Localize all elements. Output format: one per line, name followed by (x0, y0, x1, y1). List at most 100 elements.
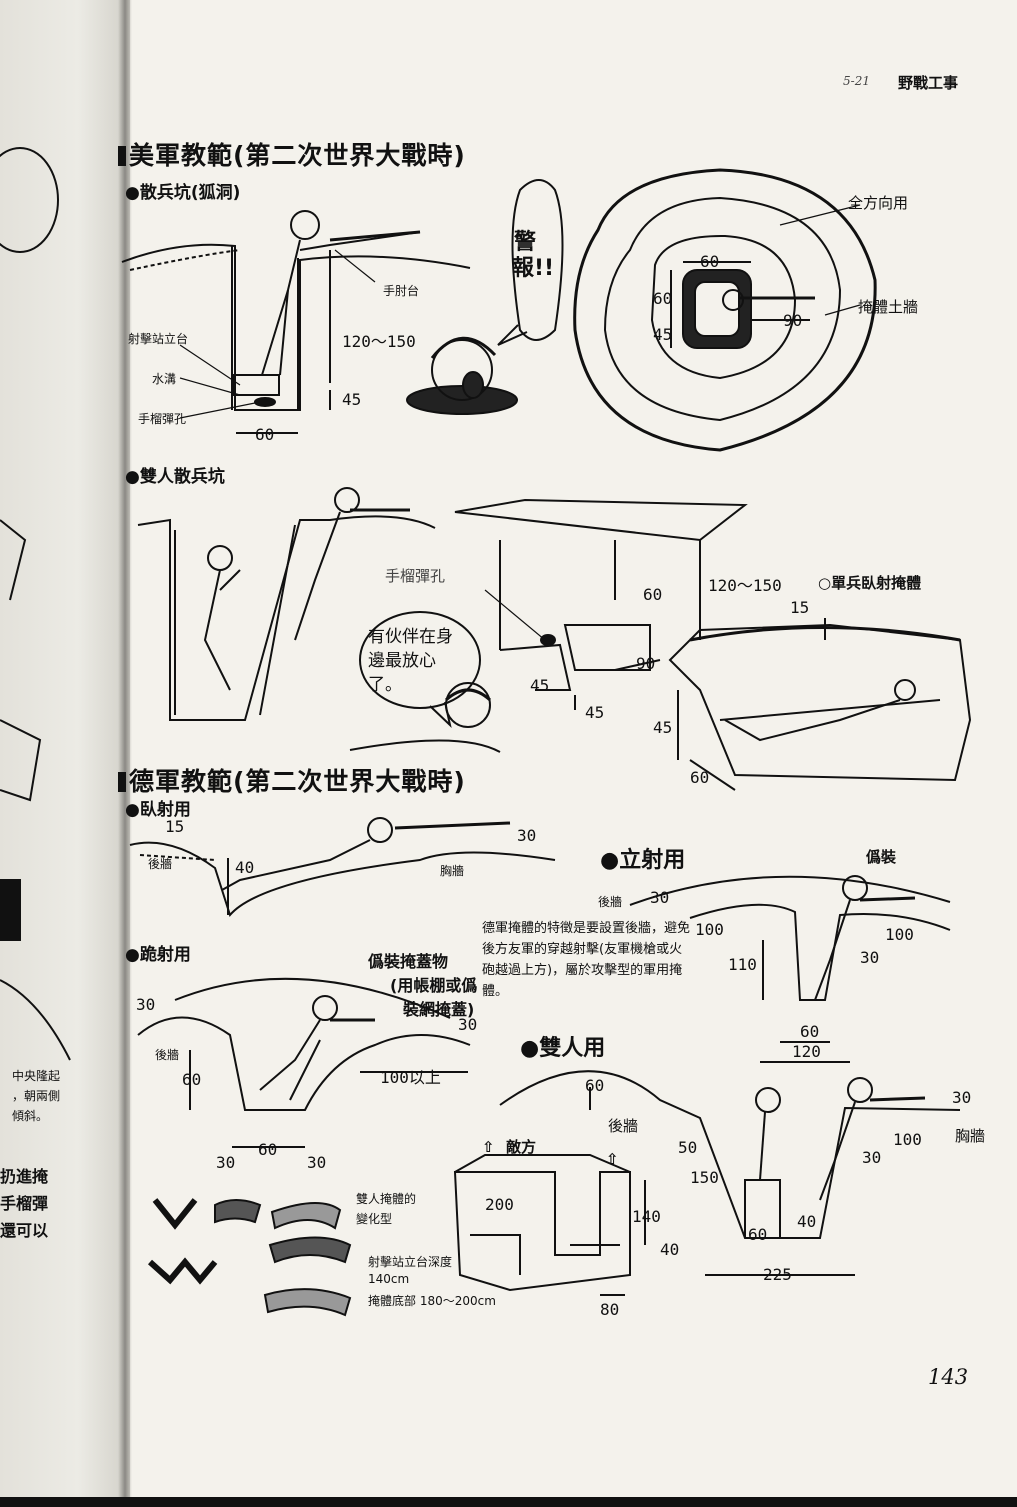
de-standing-camo: 僞裝 (866, 848, 897, 866)
dim-depth: 120〜150 (342, 332, 416, 351)
variants-drawing (147, 1198, 352, 1317)
dim-de-kneel-30r: 30 (458, 1015, 478, 1034)
dim-de-standing-30b: 30 (860, 948, 880, 967)
page-fold (118, 0, 132, 1507)
de-kneeling-rear: 後牆 (155, 1048, 180, 1062)
dim-de-kneel-30l: 30 (136, 995, 156, 1014)
us-two-man-iso-drawing (454, 498, 748, 710)
de-standing-drawing (629, 875, 951, 1063)
dim-two-man-45b: 45 (585, 703, 605, 722)
dim-de-standing-120: 120 (792, 1042, 821, 1061)
us-two-man-title: ●雙人散兵坑 (125, 467, 225, 487)
margin-line-3: 傾斜。 (12, 1109, 49, 1123)
de-prone-parapet: 胸牆 (440, 864, 465, 878)
de-iso-drawing (453, 1154, 646, 1296)
dim-de-kneel-b60: 60 (258, 1140, 278, 1159)
de-section-title: 德軍教範(第二次世界大戰時) (118, 762, 466, 798)
variants-bottom: 掩體底部 180〜200cm (368, 1294, 496, 1308)
margin-line-6: 還可以 (0, 1221, 49, 1240)
dim-prone-15: 15 (790, 598, 810, 617)
de-kneeling-cover: 僞裝掩蓋物 (368, 952, 449, 971)
de-standing-title: ●立射用 (600, 848, 686, 873)
bottom-edge (0, 1497, 1017, 1507)
dim-de-two-50: 50 (678, 1138, 698, 1157)
label-firing-step: 射擊站立台 (128, 332, 189, 346)
variants-step-value: 140cm (368, 1272, 410, 1286)
us-two-man-foxhole-drawing (137, 487, 501, 753)
label-drain: 水溝 (152, 372, 177, 386)
dim-de-two-60b: 60 (748, 1225, 768, 1244)
dim-sump: 45 (342, 390, 362, 409)
margin-line-1: 中央隆起 (12, 1069, 61, 1083)
dim-de-standing-30: 30 (650, 888, 670, 907)
dim-two-man-45a: 45 (530, 676, 550, 695)
page-number: 143 (928, 1365, 969, 1389)
dim-de-two-225: 225 (763, 1265, 792, 1284)
alarm-soldier-drawing (406, 179, 564, 415)
dim-two-man-60: 60 (643, 585, 663, 604)
margin-line-5: 手榴彈 (0, 1194, 49, 1213)
dim-prone-45: 45 (653, 718, 673, 737)
us-foxhole-title: ●散兵坑(狐洞) (125, 183, 241, 203)
iso-enemy-arrow: ⇧ (482, 1138, 495, 1156)
dim-de-two-30: 30 (952, 1088, 972, 1107)
iso-enemy-arrow-2: ⇧ (606, 1150, 619, 1168)
dim-right-90: 90 (783, 311, 803, 330)
dim-de-prone-15: 15 (165, 817, 185, 836)
dim-top-60: 60 (700, 252, 720, 271)
us-foxhole-drawing (121, 210, 471, 434)
dim-left-60: 60 (653, 289, 673, 308)
variants-label-1: 雙人掩體的 (356, 1192, 417, 1206)
dim-iso-80: 80 (600, 1300, 620, 1319)
dim-de-standing-100l: 100 (695, 920, 724, 939)
dim-iso-40: 40 (660, 1240, 680, 1259)
dim-de-two-100: 100 (893, 1130, 922, 1149)
dim-de-prone-40: 40 (235, 858, 255, 877)
dim-width: 60 (255, 425, 275, 444)
left-page-bubble (0, 147, 59, 253)
de-two-man-rear: 後牆 (608, 1117, 639, 1135)
label-grenade-hole-2: 手榴彈孔 (385, 567, 446, 585)
dim-de-kneel-b30r: 30 (307, 1153, 327, 1172)
dim-de-kneel-100: 100以上 (380, 1068, 441, 1087)
label-parapet: 掩體土牆 (858, 298, 919, 316)
de-prone-title: ●臥射用 (125, 800, 191, 820)
de-kneeling-title: ●跪射用 (125, 945, 191, 965)
variants-step-depth: 射擊站立台深度 (368, 1255, 453, 1269)
dim-two-man-depth: 120〜150 (708, 576, 782, 595)
us-section-title: 美軍教範(第二次世界大戰時) (118, 136, 466, 172)
alarm-bubble: 警報!! (512, 230, 555, 281)
variants-label-2: 變化型 (356, 1212, 393, 1226)
dim-de-standing-110: 110 (728, 955, 757, 974)
dim-de-two-30b: 30 (862, 1148, 882, 1167)
partner-bubble: 有伙伴在身邊最放心了。 (368, 627, 453, 695)
chapter-title: 野戰工事 (898, 74, 959, 92)
us-prone-shelter-drawing (668, 618, 972, 791)
de-standing-rear: 後牆 (598, 895, 623, 909)
left-page-sketch-3 (0, 979, 71, 1061)
dim-de-standing-100r: 100 (885, 925, 914, 944)
dim-de-kneel-60: 60 (182, 1070, 202, 1089)
us-foxhole-topview-drawing (573, 168, 877, 452)
margin-line-4: 扔進掩 (0, 1167, 49, 1186)
de-two-man-drawing (499, 1070, 961, 1276)
dim-de-prone-30: 30 (517, 826, 537, 845)
us-prone-title: ○單兵臥射掩體 (818, 574, 922, 592)
iso-enemy: 敵方 (506, 1138, 537, 1156)
dim-two-man-90: 90 (636, 654, 656, 673)
dim-de-kneel-b30l: 30 (216, 1153, 236, 1172)
left-page-sketch-1 (0, 519, 27, 601)
dim-de-two-40: 40 (797, 1212, 817, 1231)
dim-left-45: 45 (653, 325, 673, 344)
margin-line-2: ，朝兩側 (12, 1089, 61, 1103)
de-kneeling-cover-note-2: 裝網掩蓋) (403, 1000, 475, 1019)
de-two-man-title: ●雙人用 (520, 1036, 606, 1061)
de-kneeling-drawing (137, 977, 471, 1148)
dim-de-two-60: 60 (585, 1076, 605, 1095)
de-prone-drawing (129, 817, 556, 918)
de-two-man-parapet: 胸牆 (955, 1127, 986, 1145)
dim-prone-60: 60 (690, 768, 710, 787)
dim-de-two-150: 150 (690, 1168, 719, 1187)
dim-iso-200: 200 (485, 1195, 514, 1214)
